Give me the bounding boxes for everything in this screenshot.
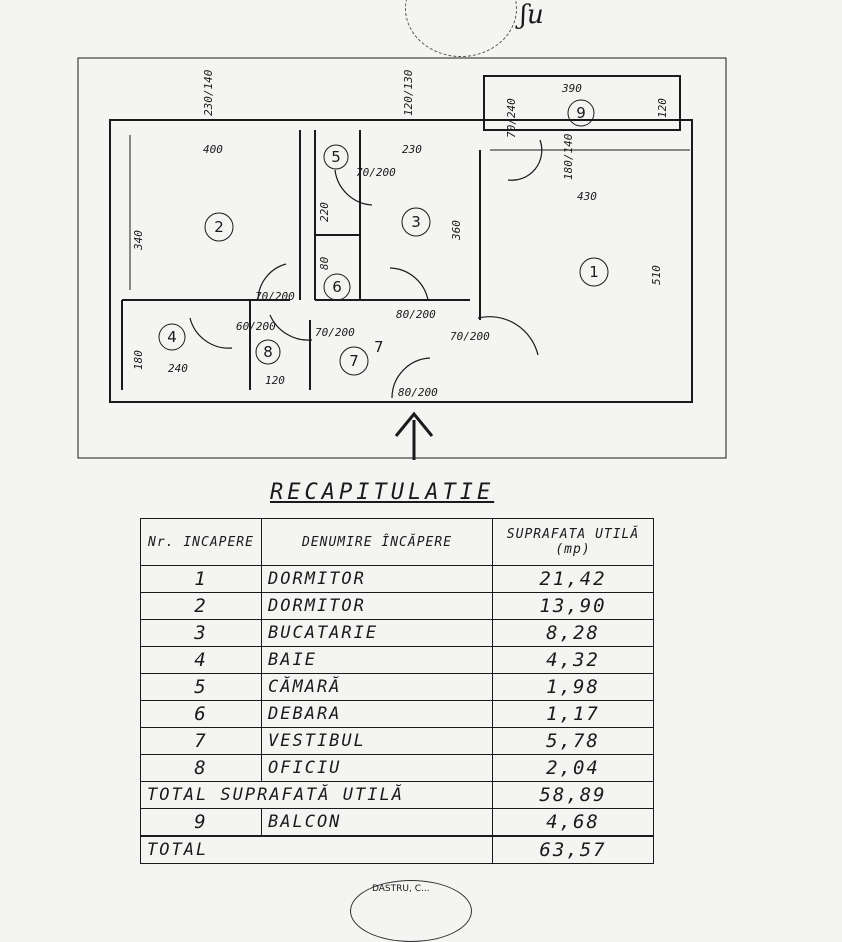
- vestibul-label: 7: [374, 338, 384, 356]
- dim-top-left: 230/140: [202, 69, 215, 116]
- row-name: DORMITOR: [261, 592, 493, 620]
- svg-text:3: 3: [411, 213, 421, 231]
- total-row: TOTAL 63,57: [140, 835, 654, 864]
- table-row: 8 OFICIU 2,04: [140, 754, 654, 782]
- table-row: 4 BAIE 4,32: [140, 646, 654, 674]
- balcony-row: 9 BALCON 4,68: [140, 808, 654, 837]
- balcony-area: 4,68: [492, 808, 654, 837]
- dim-balcony-door: 70/240: [505, 98, 518, 138]
- row-name: DORMITOR: [261, 565, 493, 593]
- row-area: 2,04: [492, 754, 654, 782]
- dim-door-room4: 60/200: [236, 320, 276, 333]
- svg-text:9: 9: [576, 104, 586, 122]
- dim-door-room8: 70/200: [315, 326, 355, 339]
- row-name: VESTIBUL: [261, 727, 493, 755]
- table-row: 3 BUCATARIE 8,28: [140, 619, 654, 647]
- svg-text:1: 1: [589, 263, 599, 281]
- room-marker-8: 8: [255, 339, 281, 365]
- subtotal-row: TOTAL SUPRAFATĂ UTILĂ 58,89: [140, 781, 654, 809]
- room-marker-6: 6: [323, 273, 351, 301]
- room-marker-4: 4: [158, 323, 186, 351]
- dim-room4-w: 240: [168, 362, 188, 375]
- recap-title: RECAPITULATIE: [270, 480, 495, 505]
- balcony-nr: 9: [140, 808, 262, 837]
- row-area: 5,78: [492, 727, 654, 755]
- dim-door-room2: 70/200: [255, 290, 295, 303]
- svg-text:4: 4: [167, 328, 177, 346]
- room-marker-7: 7: [339, 346, 369, 376]
- svg-text:5: 5: [331, 148, 341, 166]
- dim-balcony-d: 120: [656, 98, 669, 118]
- room-marker-3: 3: [401, 207, 431, 237]
- recap-table: Nr. INCAPERE DENUMIRE ÎNCĂPERE SUPRAFATA…: [140, 518, 654, 864]
- table-row: 5 CĂMARĂ 1,98: [140, 673, 654, 701]
- dim-door-room3: 80/200: [396, 308, 436, 321]
- dim-room1-door: 180/140: [562, 133, 575, 180]
- dim-door-room1: 70/200: [450, 330, 490, 343]
- plan-frame: [77, 57, 727, 459]
- svg-text:8: 8: [263, 343, 273, 361]
- dim-entry-door: 80/200: [398, 386, 438, 399]
- table-row: 7 VESTIBUL 5,78: [140, 727, 654, 755]
- row-area: 8,28: [492, 619, 654, 647]
- outer-wall: [109, 119, 693, 403]
- total-area: 63,57: [492, 835, 654, 864]
- row-nr: 6: [140, 700, 262, 728]
- row-area: 1,98: [492, 673, 654, 701]
- dim-room4-h: 180: [132, 350, 145, 370]
- row-nr: 2: [140, 592, 262, 620]
- table-row: 6 DEBARA 1,17: [140, 700, 654, 728]
- room-marker-9: 9: [567, 99, 595, 127]
- table-row: 1 DORMITOR 21,42: [140, 565, 654, 593]
- row-name: OFICIU: [261, 754, 493, 782]
- svg-text:7: 7: [349, 352, 359, 370]
- recap-header-row: Nr. INCAPERE DENUMIRE ÎNCĂPERE SUPRAFATA…: [140, 518, 654, 566]
- row-area: 1,17: [492, 700, 654, 728]
- header-name: DENUMIRE ÎNCĂPERE: [261, 518, 493, 566]
- row-nr: 3: [140, 619, 262, 647]
- balcony-wall: [483, 75, 681, 131]
- header-nr: Nr. INCAPERE: [140, 518, 262, 566]
- svg-text:6: 6: [332, 278, 342, 296]
- row-nr: 5: [140, 673, 262, 701]
- row-name: DEBARA: [261, 700, 493, 728]
- entry-arrowhead: [394, 411, 434, 437]
- dim-room2-h: 340: [132, 230, 145, 251]
- floor-plan: 1 2 3 4 5 6 7 8 9 7 230/140 120/130 390 …: [77, 57, 727, 460]
- room-marker-5: 5: [323, 144, 349, 170]
- row-nr: 1: [140, 565, 262, 593]
- total-label: TOTAL: [140, 835, 493, 864]
- dim-balcony-w: 390: [561, 82, 582, 95]
- dim-room3-h: 360: [450, 220, 463, 241]
- dim-room5-h: 220: [318, 202, 331, 222]
- svg-text:2: 2: [214, 218, 224, 236]
- row-area: 4,32: [492, 646, 654, 674]
- row-name: CĂMARĂ: [261, 673, 493, 701]
- signature: ʃu: [520, 0, 544, 30]
- dim-room1-h: 510: [650, 265, 663, 285]
- subtotal-area: 58,89: [492, 781, 654, 809]
- row-area: 13,90: [492, 592, 654, 620]
- table-row: 2 DORMITOR 13,90: [140, 592, 654, 620]
- row-nr: 4: [140, 646, 262, 674]
- room-marker-1: 1: [579, 257, 609, 287]
- dim-room1-w: 430: [577, 190, 597, 203]
- dim-room5-door: 70/200: [356, 166, 396, 179]
- subtotal-label: TOTAL SUPRAFATĂ UTILĂ: [140, 781, 493, 809]
- dim-top-mid: 120/130: [402, 69, 415, 116]
- dim-room8-w: 120: [265, 374, 285, 387]
- row-name: BAIE: [261, 646, 493, 674]
- balcony-name: BALCON: [261, 808, 493, 837]
- room-marker-2: 2: [204, 212, 234, 242]
- dim-room2-w: 400: [203, 143, 223, 156]
- dim-room6-h: 80: [318, 256, 331, 270]
- row-nr: 8: [140, 754, 262, 782]
- row-nr: 7: [140, 727, 262, 755]
- dim-room3-w: 230: [402, 143, 422, 156]
- row-name: BUCATARIE: [261, 619, 493, 647]
- row-area: 21,42: [492, 565, 654, 593]
- header-area: SUPRAFATA UTILĂ (mp): [492, 518, 654, 566]
- stamp-bottom-text: DASTRU, C...: [372, 884, 430, 894]
